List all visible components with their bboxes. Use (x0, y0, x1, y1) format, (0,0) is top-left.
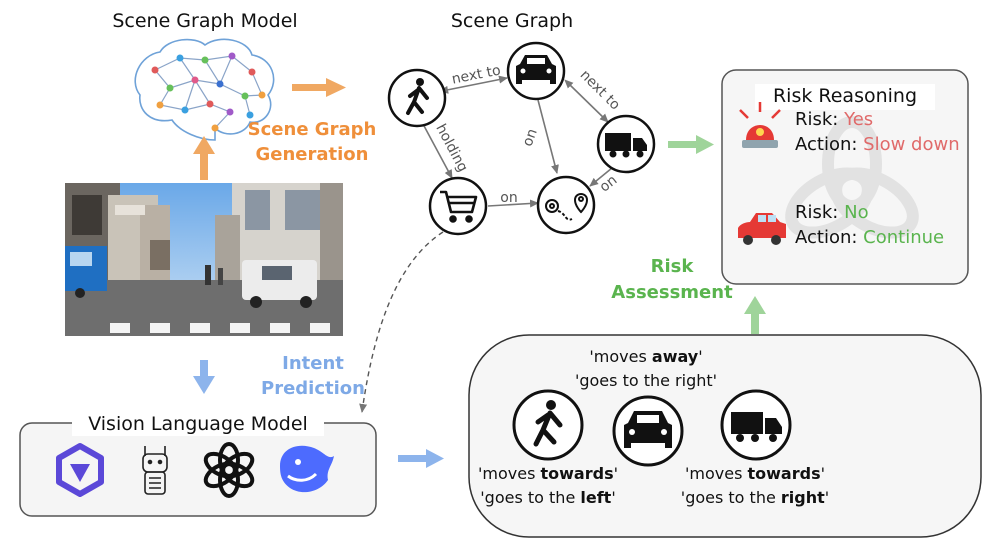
scene-graph-title: Scene Graph (451, 10, 573, 32)
qwen-logo-icon (56, 443, 104, 497)
edge-ped-cart (422, 123, 453, 179)
siren-icon (739, 102, 781, 148)
location-pin-icon (545, 193, 589, 221)
sg-generation-label-1: Scene Graph (248, 119, 377, 140)
truck-intent-2: 'goes to the right' (681, 488, 829, 507)
edge-label-next-to-2: next to (577, 67, 623, 113)
orange-arrow-right (292, 78, 346, 97)
edge-car-loc (537, 99, 559, 174)
risk-item1-action: Action: Slow down (795, 134, 960, 155)
deepseek-logo-icon (280, 445, 334, 493)
green-arrow-up (744, 296, 766, 334)
pedestrian-node (387, 68, 447, 128)
car-icon (516, 55, 556, 84)
risk-item2-action: Action: Continue (795, 227, 944, 248)
intent-truck-node (720, 389, 792, 461)
brain-network-icon (134, 38, 275, 141)
intent-label-1: Intent (282, 353, 344, 374)
edge-label-on-3: on (597, 172, 621, 195)
vlm-title: Vision Language Model (88, 413, 308, 435)
edge-cart-loc (487, 199, 539, 208)
intent-car-node (612, 395, 684, 467)
risk-reasoning-title: Risk Reasoning (773, 85, 917, 107)
pedestrian-icon (533, 400, 563, 447)
car-icon (624, 411, 672, 448)
ped-intent-2: 'goes to the left' (480, 488, 615, 507)
intent-label-2: Prediction (261, 378, 365, 399)
car-node (506, 41, 566, 101)
truck-icon (605, 133, 647, 158)
ped-intent-1: 'moves towards' (478, 464, 618, 483)
openai-watermark-icon (785, 116, 919, 239)
edge-label-holding: holding (432, 121, 470, 174)
edge-ped-car (439, 75, 508, 94)
truck-node (596, 114, 656, 174)
llama-logo-icon (142, 446, 168, 495)
truck-intent-1: 'moves towards' (685, 464, 825, 483)
openai-logo-icon (203, 442, 255, 498)
edge-label-on-2: on (500, 190, 517, 206)
risk-assessment-label-2: Assessment (611, 282, 733, 303)
risk-assessment-label-1: Risk (651, 256, 695, 277)
dashed-link (359, 231, 444, 413)
blue-arrow-down (193, 360, 215, 394)
sg-generation-label-2: Generation (256, 144, 369, 165)
car-intent-2: 'goes to the right' (575, 371, 717, 390)
location-node (536, 175, 596, 235)
intent-pedestrian-node (512, 389, 584, 461)
risk-item1-risk: Risk: Yes (795, 109, 873, 130)
edge-label-on-1: on (520, 127, 541, 149)
street-photo (65, 183, 343, 336)
blue-arrow-right (398, 449, 444, 468)
truck-icon (731, 412, 782, 442)
risk-title-bg (755, 84, 935, 110)
shopping-cart-icon (440, 190, 478, 223)
cart-node (428, 176, 488, 236)
green-arrow-right (668, 135, 714, 154)
edge-truck-loc (589, 167, 613, 187)
red-car-icon (738, 213, 786, 245)
pedestrian-icon (406, 78, 429, 115)
orange-arrow-up (193, 136, 215, 180)
vlm-title-bg (72, 412, 324, 436)
edge-car-truck (564, 79, 609, 123)
car-intent-1: 'moves away' (589, 347, 702, 366)
scene-graph-model-title: Scene Graph Model (112, 10, 297, 32)
risk-item2-risk: Risk: No (795, 202, 869, 223)
